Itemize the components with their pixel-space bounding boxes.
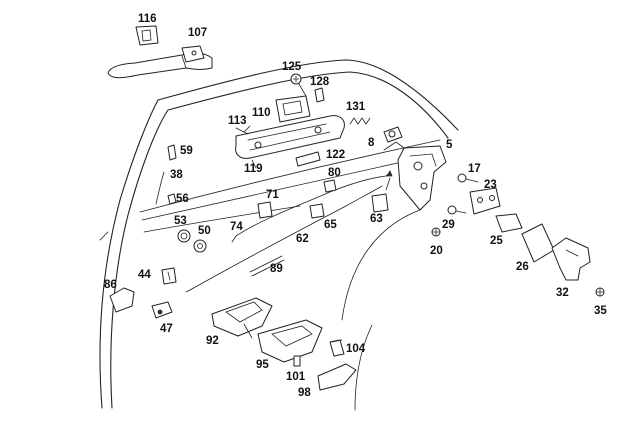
label-5: 5 <box>446 139 453 151</box>
part-86-bracket <box>109 287 135 313</box>
label-59: 59 <box>180 145 193 157</box>
part-26-plate <box>521 223 555 263</box>
label-116: 116 <box>138 13 157 25</box>
part-101-pin <box>293 355 301 367</box>
part-65-clip <box>309 203 325 219</box>
label-89: 89 <box>270 263 283 275</box>
part-20-screw <box>431 227 441 237</box>
label-35: 35 <box>594 305 607 317</box>
label-95: 95 <box>256 359 269 371</box>
part-122-clip <box>295 151 321 167</box>
label-119: 119 <box>244 163 263 175</box>
part-25-striker <box>495 213 523 233</box>
label-47: 47 <box>160 323 173 335</box>
part-35-screw <box>595 287 605 297</box>
part-113-119-handle-carrier <box>235 115 345 169</box>
part-59-38-56-rod-knob <box>155 144 177 205</box>
label-110: 110 <box>252 107 271 119</box>
label-32: 32 <box>556 287 569 299</box>
label-23: 23 <box>484 179 497 191</box>
part-labels: 116 107 125 128 110 131 113 8 5 119 122 … <box>104 13 607 399</box>
part-80-clip <box>323 179 337 193</box>
label-125: 125 <box>282 61 302 73</box>
part-125-screw <box>290 73 307 97</box>
label-86: 86 <box>104 279 117 291</box>
part-92-inner-handle <box>211 297 273 339</box>
part-63-bracket <box>371 170 393 213</box>
label-98: 98 <box>298 387 311 399</box>
label-101: 101 <box>286 371 306 383</box>
label-62: 62 <box>296 233 309 245</box>
label-80: 80 <box>328 167 341 179</box>
label-38: 38 <box>170 169 183 181</box>
part-53-grommet <box>177 229 191 243</box>
part-89-rod <box>249 255 285 277</box>
label-44: 44 <box>138 269 151 281</box>
door-frame-outline <box>99 59 459 411</box>
part-104-button <box>329 339 345 357</box>
part-8-lock-cylinder <box>383 126 403 143</box>
part-17-screw <box>457 173 479 183</box>
part-50-grommet <box>193 239 207 253</box>
part-98-cover <box>317 363 357 391</box>
label-53: 53 <box>174 215 187 227</box>
part-116-handle-cap <box>135 25 159 46</box>
label-128: 128 <box>310 76 330 88</box>
part-29-screw <box>447 205 467 215</box>
label-8: 8 <box>368 137 375 149</box>
label-17: 17 <box>468 163 481 175</box>
part-44-clip <box>161 267 177 285</box>
label-74: 74 <box>230 221 243 233</box>
label-104: 104 <box>346 343 366 355</box>
label-20: 20 <box>430 245 443 257</box>
part-110-bracket <box>275 95 311 123</box>
part-95-inner-handle-trim <box>257 319 323 363</box>
label-131: 131 <box>346 101 366 113</box>
label-92: 92 <box>206 335 219 347</box>
part-23-striker-plate <box>469 187 501 215</box>
label-26: 26 <box>516 261 529 273</box>
part-71-clip <box>257 201 273 219</box>
part-107-outer-handle <box>107 45 213 79</box>
label-71: 71 <box>266 189 279 201</box>
label-50: 50 <box>198 225 211 237</box>
part-128-pin <box>314 87 325 103</box>
label-25: 25 <box>490 235 503 247</box>
label-107: 107 <box>188 27 207 39</box>
part-47-clip <box>151 301 173 319</box>
part-32-bracket <box>551 237 591 281</box>
linkage-rods <box>185 171 391 293</box>
label-56: 56 <box>176 193 189 205</box>
part-131-spring <box>349 117 371 125</box>
label-113: 113 <box>228 115 247 127</box>
label-63: 63 <box>370 213 383 225</box>
label-65: 65 <box>324 219 337 231</box>
label-29: 29 <box>442 219 455 231</box>
label-122: 122 <box>326 149 345 161</box>
part-5-door-lock <box>383 141 447 211</box>
